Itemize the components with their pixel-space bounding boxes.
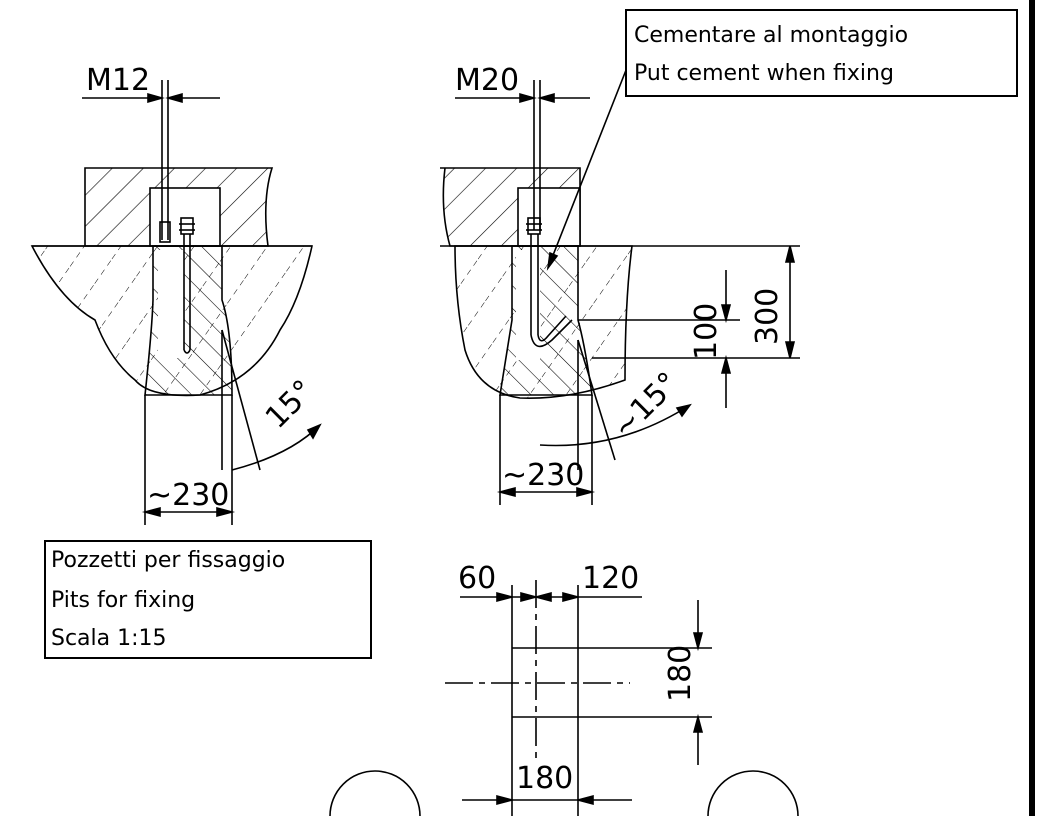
left-pit-void (158, 250, 184, 358)
pits-note-line3: Scala 1:15 (51, 626, 167, 651)
left-angle-line (221, 329, 261, 471)
plan-dim-side: 180 (663, 645, 698, 702)
right-pit-void (516, 250, 540, 360)
right-bolt-hook (530, 315, 573, 348)
plan-circle-left (329, 770, 421, 816)
right-width-label: ~230 (502, 458, 584, 493)
right-depth-large-label: 300 (750, 288, 785, 345)
right-angle-arc (539, 404, 691, 447)
plan-dim-top-right: 120 (582, 561, 639, 596)
left-width-label: ~230 (147, 478, 229, 513)
cement-note-line2: Put cement when fixing (634, 61, 894, 86)
plan-dim-top-left: 60 (458, 561, 496, 596)
cement-note-box (625, 9, 1018, 97)
left-angle-arc (231, 424, 321, 471)
cement-leader (547, 59, 631, 269)
plan-view (329, 580, 799, 816)
pits-note-line1: Pozzetti per fissaggio (51, 548, 285, 573)
left-angle-label: 15° (259, 373, 321, 435)
left-small-nut (159, 221, 171, 243)
pits-note-line2: Pits for fixing (51, 588, 195, 613)
cement-note-line1: Cementare al montaggio (634, 23, 908, 48)
plan-dim-bottom: 180 (516, 761, 573, 796)
right-base-pocket (517, 187, 581, 247)
left-foundation-view (30, 80, 322, 525)
right-depth-small-label: 100 (689, 303, 724, 360)
left-bolt-nut (180, 217, 194, 235)
pits-note-box (44, 540, 372, 659)
right-foundation-view (440, 59, 800, 505)
left-bolt-hook (183, 349, 191, 354)
plan-circle-right (707, 770, 799, 816)
left-bolt-label: M12 (86, 63, 150, 98)
right-bolt-label: M20 (455, 63, 519, 98)
